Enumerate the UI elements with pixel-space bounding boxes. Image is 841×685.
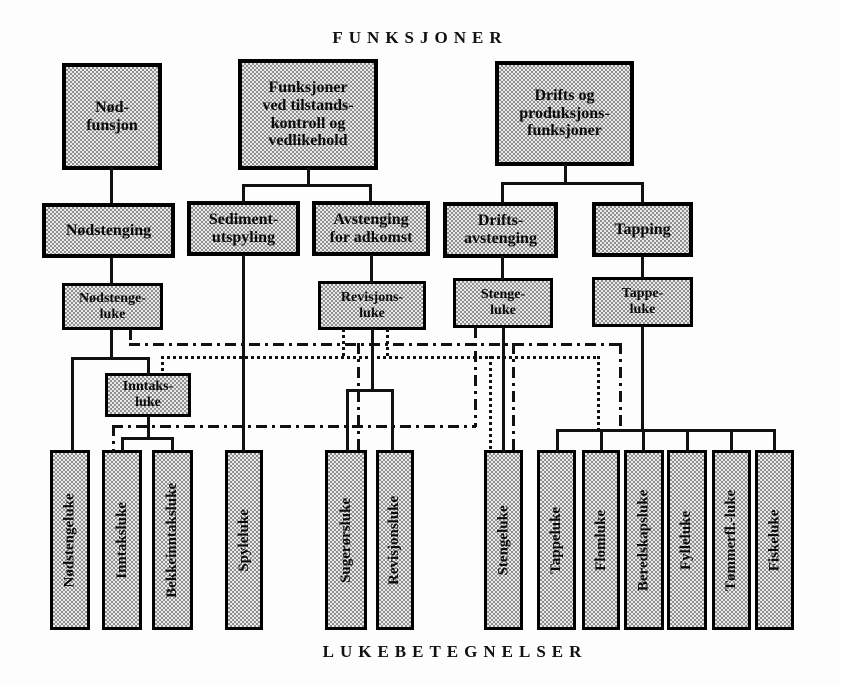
connector	[370, 255, 373, 283]
gate-group-box-revisjonsluke: Revisjons- luke	[318, 281, 426, 330]
connector	[346, 389, 349, 452]
connector	[71, 357, 150, 360]
gate-label: Tappeluke	[548, 506, 565, 574]
gate-tommerfl-luke: Tømmerfl.-luke	[712, 450, 751, 630]
connector	[110, 258, 113, 285]
connector-dashdot	[357, 343, 360, 451]
connector	[346, 389, 394, 392]
gate-group-box-tappeluke: Tappe- luke	[592, 277, 693, 327]
gate-label: Nødstengeluke	[61, 492, 78, 588]
connector	[242, 255, 245, 452]
gate-label: Spyleluke	[235, 508, 252, 572]
connector	[71, 357, 74, 452]
gate-tappeluke: Tappeluke	[537, 450, 576, 630]
gate-label: Revisjonsluke	[386, 495, 403, 585]
function-box-sedimentutspyling: Sediment- utspyling	[187, 201, 300, 256]
gate-label: Beredskapsluke	[635, 489, 652, 591]
gate-fylleluke: Fylleluke	[667, 450, 707, 630]
gate-label: Bekkeinntaksluke	[164, 482, 181, 598]
gate-bekkeinntaksluke: Bekkeinntaksluke	[152, 450, 193, 630]
connector	[242, 184, 371, 187]
connector	[556, 429, 559, 452]
connector	[147, 357, 150, 375]
gate-group-box-stengeluke: Stenge- luke	[453, 278, 553, 328]
connector	[641, 326, 644, 431]
diagram-title-top: FUNKSJONER	[332, 28, 508, 47]
function-box-nodstenging: Nødstenging	[42, 203, 175, 258]
gate-label: Fiskeluke	[766, 509, 783, 571]
connector-dotted	[161, 356, 600, 359]
connector	[641, 256, 644, 279]
connector-dotted	[386, 329, 389, 357]
gate-spyleluke: Spyleluke	[225, 450, 263, 630]
connector	[171, 437, 174, 452]
gate-beredskapsluke: Beredskapsluke	[624, 450, 664, 630]
connector-dashdot	[512, 343, 515, 451]
function-box-driftsavstenging: Drifts- avstenging	[443, 202, 558, 258]
gate-flomluke: Flomluke	[582, 450, 620, 630]
connector-dashdot	[129, 329, 132, 345]
connector	[641, 182, 644, 203]
connector-dashdot	[112, 425, 115, 452]
connector-dashdot	[112, 425, 476, 428]
connector-dotted	[161, 356, 164, 374]
connector	[121, 437, 124, 452]
gate-label: Tømmerfl.-luke	[723, 489, 740, 591]
connector	[564, 164, 567, 184]
gate-inntaksluke: Inntaksluke	[102, 450, 142, 630]
connector	[121, 437, 174, 440]
function-box-nodfunsjon: Nød- funsjon	[62, 63, 162, 170]
connector	[600, 429, 603, 452]
gate-label: Sugerørsluke	[337, 497, 354, 583]
connector	[501, 256, 504, 280]
gate-revisjonsluke: Revisjonsluke	[376, 450, 414, 630]
connector-dashdot	[129, 343, 621, 346]
connector	[391, 389, 394, 452]
connector	[730, 429, 733, 452]
connector	[110, 329, 113, 359]
gate-label: Stengeluke	[495, 504, 512, 575]
function-box-drifts-produksjon: Drifts og produksjons- funksjoner	[495, 61, 634, 166]
connector	[242, 184, 245, 203]
connector	[369, 184, 372, 203]
connector	[307, 168, 310, 186]
connector	[686, 429, 689, 452]
gate-group-box-nodstengeluke: Nødstenge- luke	[62, 283, 163, 330]
connector	[501, 182, 643, 185]
function-box-avstenging-adkomst: Avstenging for adkomst	[312, 201, 430, 256]
connector-dotted	[597, 356, 600, 431]
connector	[502, 327, 505, 452]
gate-label: Inntaksluke	[113, 501, 130, 579]
connector-dotted	[489, 356, 492, 452]
gate-nodstengeluke: Nødstengeluke	[50, 450, 90, 630]
gate-label: Fylleluke	[678, 510, 695, 570]
connector-dotted	[342, 329, 345, 357]
gate-group-box-inntaksluke: Inntaks- luke	[105, 373, 191, 417]
connector	[371, 329, 374, 391]
gate-label: Flomluke	[592, 509, 609, 571]
connector	[773, 429, 776, 452]
connector	[642, 429, 645, 452]
diagram-title-bottom: LUKEBETEGNELSER	[322, 642, 588, 661]
gate-fiskeluke: Fiskeluke	[755, 450, 794, 630]
gate-sugerorsluke: Sugerørsluke	[325, 450, 367, 630]
connector	[110, 167, 113, 203]
function-box-tapping: Tapping	[592, 202, 693, 257]
gate-stengeluke: Stengeluke	[484, 450, 523, 630]
connector	[501, 182, 504, 203]
connector	[556, 429, 776, 432]
connector-dashdot	[619, 343, 622, 431]
function-box-tilstandskontroll: Funksjoner ved tilstands- kontroll og ve…	[238, 59, 378, 170]
connector-dashdot	[474, 327, 477, 427]
